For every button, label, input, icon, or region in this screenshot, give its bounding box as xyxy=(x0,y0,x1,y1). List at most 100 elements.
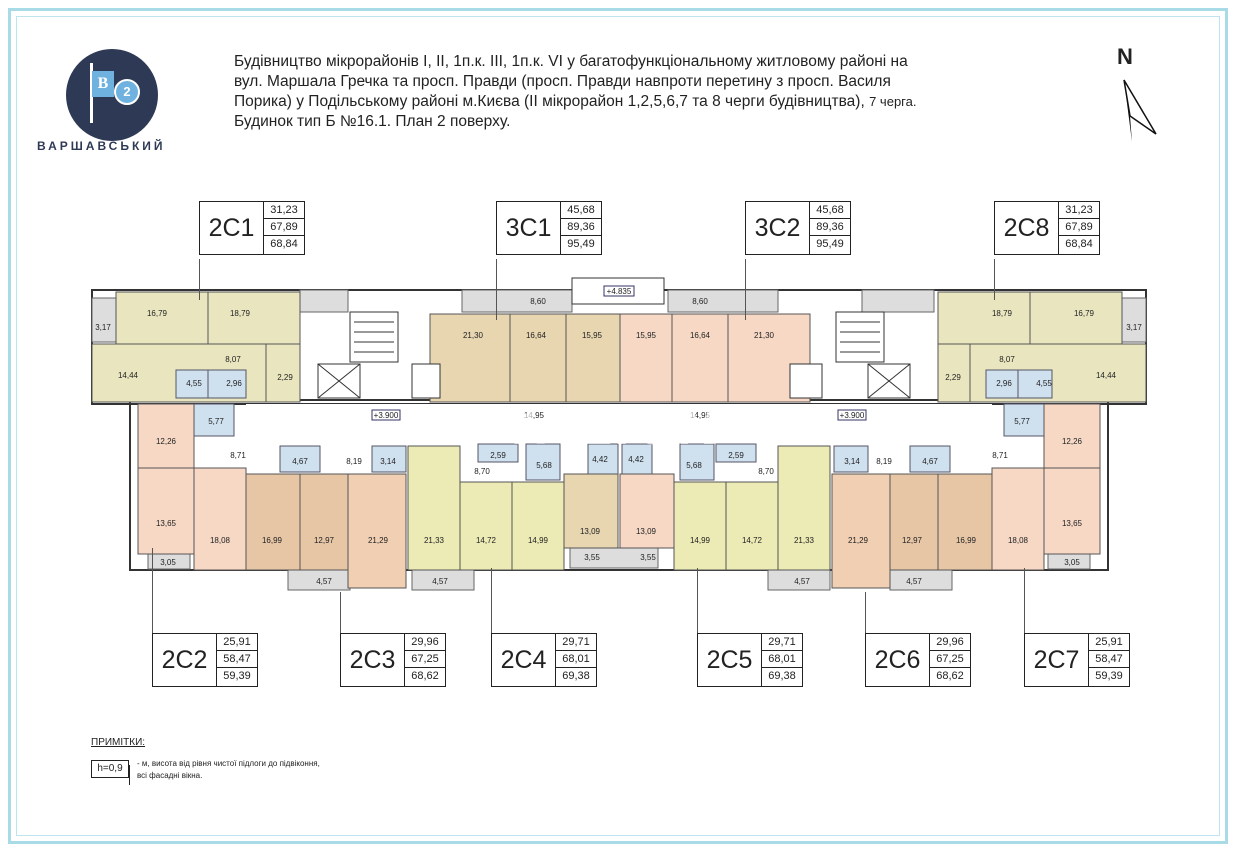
apartment-code: 2C5 xyxy=(698,634,762,686)
apartment-code: 2C1 xyxy=(200,202,264,254)
room-area-label: 2,59 xyxy=(728,451,744,460)
room-area-label: 12,97 xyxy=(314,536,335,545)
room-area-label: 2,59 xyxy=(490,451,506,460)
apartment-area-value: 68,84 xyxy=(270,238,298,250)
room-area-label: 4,57 xyxy=(794,577,810,586)
room-area-label: 2,96 xyxy=(996,379,1012,388)
leader-line xyxy=(491,568,492,633)
room-area-label: 21,29 xyxy=(848,536,869,545)
room-area-label: 21,33 xyxy=(424,536,445,545)
notes-text: - м, висота від рівня чистої підлоги до … xyxy=(137,759,320,780)
room-area-label: +3.900 xyxy=(374,411,399,420)
watermark: VALION xyxy=(500,393,720,456)
apartment-area-value: 68,62 xyxy=(936,670,964,682)
apartment-code: 2C7 xyxy=(1025,634,1089,686)
room-area-label: 4,57 xyxy=(906,577,922,586)
apartment-area-value: 95,49 xyxy=(816,238,844,250)
logo-flagpole xyxy=(90,63,93,123)
room-area-label: 8,70 xyxy=(474,467,490,476)
room-area-label: 13,09 xyxy=(580,527,601,536)
apartment-code: 2C4 xyxy=(492,634,556,686)
room-area-label: 2,29 xyxy=(277,373,293,382)
room-area-label: 16,99 xyxy=(956,536,977,545)
apartment-code: 2C8 xyxy=(995,202,1059,254)
room-area-label: 5,68 xyxy=(686,461,702,470)
apartment-area-value: 69,38 xyxy=(562,670,590,682)
room-area-label: 3,05 xyxy=(160,558,176,567)
room-area-label: 3,55 xyxy=(640,553,656,562)
room-area-label: 8,19 xyxy=(876,457,892,466)
room-area-label: 21,30 xyxy=(463,331,484,340)
apartment-area-value: 29,96 xyxy=(930,634,970,651)
apartment-area-value: 68,62 xyxy=(411,670,439,682)
room-area-label: 14,72 xyxy=(476,536,497,545)
room-area-label: 8,70 xyxy=(758,467,774,476)
leader-line xyxy=(152,548,153,633)
apartment-area-value: 67,89 xyxy=(1059,219,1099,236)
room-area-label: 5,77 xyxy=(208,417,224,426)
room-area-label: 16,79 xyxy=(147,309,168,318)
room-area-label: 8,71 xyxy=(992,451,1008,460)
apartment-area-value: 67,25 xyxy=(405,651,445,668)
room-area-label: 15,95 xyxy=(636,331,657,340)
room-area-label: 8,07 xyxy=(225,355,241,364)
apartment-area-value: 29,71 xyxy=(762,634,802,651)
room-area-label: 14,72 xyxy=(742,536,763,545)
apartment-area-value: 95,49 xyxy=(567,238,595,250)
room-area-label: 16,99 xyxy=(262,536,283,545)
apartment-area-value: 67,89 xyxy=(264,219,304,236)
apartment-area-value: 89,36 xyxy=(561,219,601,236)
room-area-label: +4.835 xyxy=(607,287,632,296)
room-area-label: 15,95 xyxy=(582,331,603,340)
apartment-code: 3C2 xyxy=(746,202,810,254)
wet-rooms xyxy=(175,369,1053,481)
room-area-label: 8,60 xyxy=(530,297,546,306)
notes-title: ПРИМІТКИ: xyxy=(91,737,146,748)
apartment-area-value: 45,68 xyxy=(810,202,850,219)
room-area-label: 8,71 xyxy=(230,451,246,460)
room-area-label: 13,09 xyxy=(636,527,657,536)
room-area-label: 16,79 xyxy=(1074,309,1095,318)
room-area-label: 4,67 xyxy=(292,457,308,466)
apartment-area-value: 31,23 xyxy=(1059,202,1099,219)
room-area-label: 3,14 xyxy=(844,457,860,466)
apartment-area-value: 67,25 xyxy=(930,651,970,668)
room-area-label: 8,19 xyxy=(346,457,362,466)
bottom-apartments xyxy=(137,403,1101,589)
notes-tick xyxy=(129,765,130,785)
outer-frame xyxy=(8,8,1228,844)
leader-line xyxy=(1024,568,1025,633)
room-area-label: 4,55 xyxy=(186,379,202,388)
title-line-3: Порика) у Подільському районі м.Києва (I… xyxy=(234,92,1084,112)
room-area-label: 16,64 xyxy=(690,331,711,340)
apartment-area-value: 59,39 xyxy=(1095,670,1123,682)
logo-number: 2 xyxy=(114,79,140,105)
elevation-labels: +4.835+3.900+3.900 xyxy=(374,287,865,420)
apartment-area-value: 45,68 xyxy=(561,202,601,219)
room-area-label: 14,44 xyxy=(118,371,139,380)
apartment-area-value: 69,38 xyxy=(768,670,796,682)
leader-line xyxy=(496,259,497,320)
apartment-area-value: 68,84 xyxy=(1065,238,1093,250)
room-area-label: 18,08 xyxy=(1008,536,1029,545)
title-line-3b: 7 черга. xyxy=(869,94,917,109)
room-area-label: 4,57 xyxy=(316,577,332,586)
apartment-area-value: 58,47 xyxy=(1089,651,1129,668)
room-area-label: 8,07 xyxy=(999,355,1015,364)
leader-line xyxy=(340,592,341,633)
